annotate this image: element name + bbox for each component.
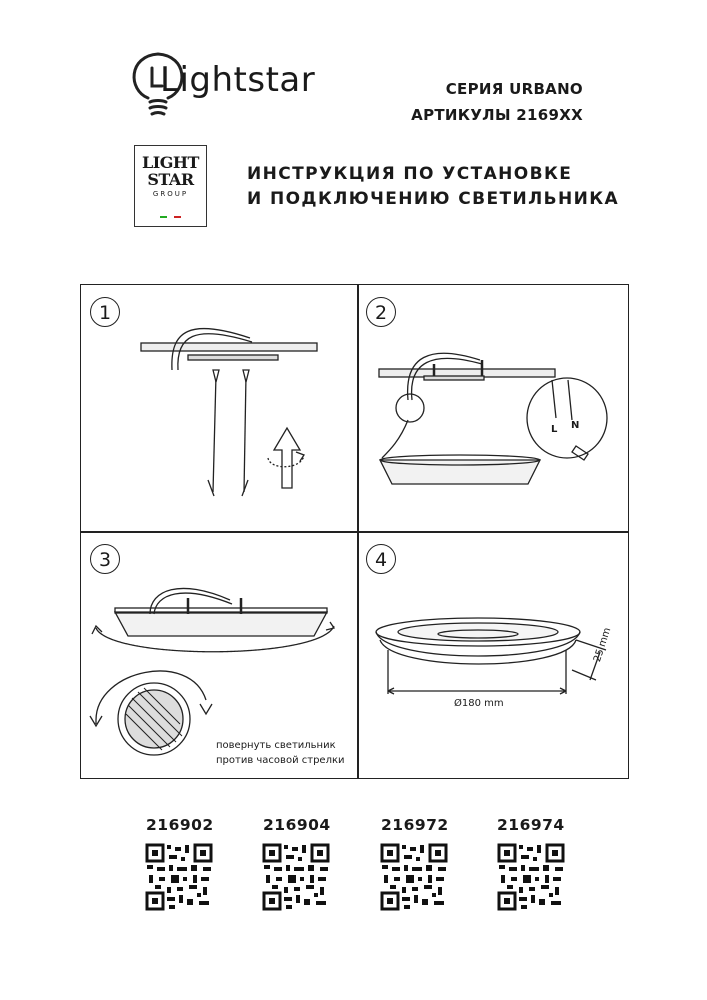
wire-label-n: N — [571, 420, 580, 431]
diameter-label: Ø180 mm — [454, 698, 504, 709]
rotate-caption-2: против часовой стрелки — [216, 755, 345, 766]
articles-label: АРТИКУЛЫ 2169XX — [411, 106, 583, 124]
brand-name: Lightstar — [160, 60, 316, 100]
grid-divider-h — [80, 531, 629, 533]
article-code-1: 216902 — [146, 816, 214, 834]
step-1-number: 1 — [90, 297, 120, 327]
rotate-caption-1: повернуть светильник — [216, 740, 336, 751]
step-3-number: 3 — [90, 544, 120, 574]
step-2-number: 2 — [366, 297, 396, 327]
title-line-1: ИНСТРУКЦИЯ ПО УСТАНОВКЕ — [247, 164, 573, 184]
series-label: СЕРИЯ URBANO — [445, 80, 583, 98]
title-line-2: И ПОДКЛЮЧЕНИЮ СВЕТИЛЬНИКА — [247, 189, 620, 209]
step-4-number: 4 — [366, 544, 396, 574]
flag-stripe — [160, 216, 181, 218]
wire-label-l: L — [551, 424, 558, 435]
group-logo: LIGHT STAR GROUP — [134, 145, 207, 227]
article-code-4: 216974 — [497, 816, 565, 834]
article-code-2: 216904 — [263, 816, 331, 834]
article-code-3: 216972 — [381, 816, 449, 834]
